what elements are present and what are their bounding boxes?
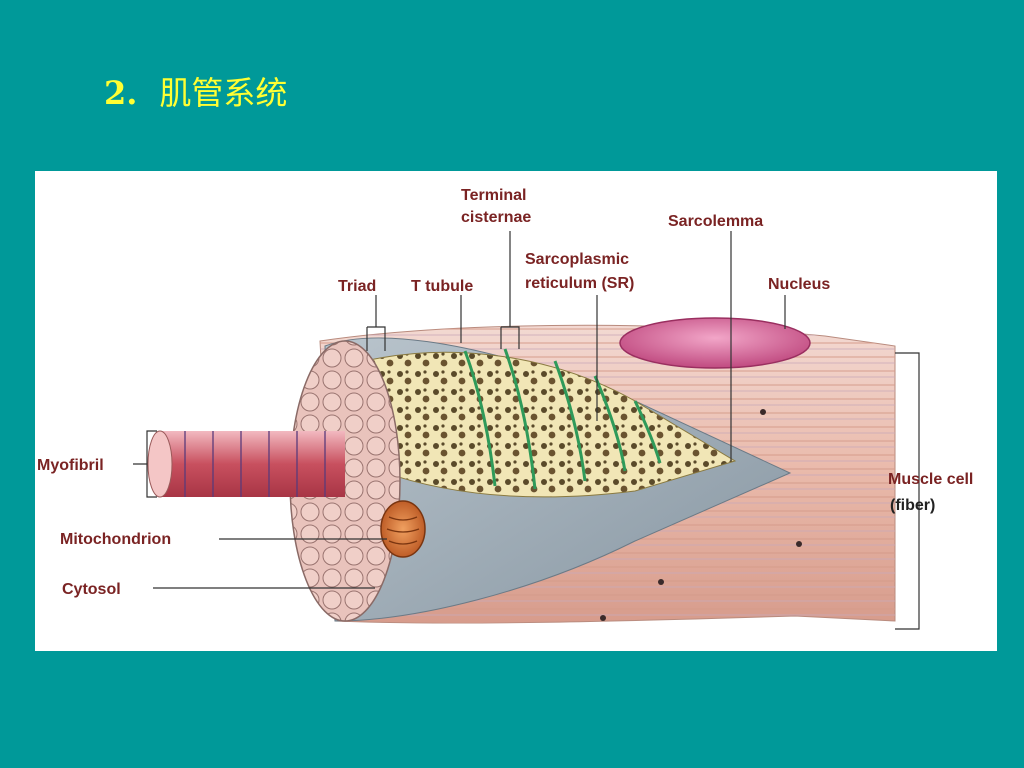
label-nucleus: Nucleus [768,276,830,293]
slide-number: 2. [104,74,138,112]
myofibril-cylinder [147,430,345,498]
label-triad: Triad [338,278,376,295]
mitochondrion-shape [380,500,426,558]
label-muscle-cell-2: (fiber) [890,497,935,514]
label-muscle-cell-1: Muscle cell [888,471,973,488]
muscle-fiber-diagram: Terminal cisternae Sarcolemma Sarcoplasm… [35,171,997,651]
slide-title-text: 肌管系统 [159,74,288,112]
label-cytosol: Cytosol [62,581,121,598]
label-mitochondrion: Mitochondrion [60,531,171,548]
t-tubule-lines [463,348,662,490]
leader-lines [133,231,920,630]
label-terminal-cisternae-2: cisternae [461,209,531,226]
label-sr-1: Sarcoplasmic [525,251,629,268]
label-sr-2: reticulum (SR) [525,275,634,292]
label-terminal-cisternae-1: Terminal [461,187,527,204]
sarcoplasmic-reticulum-network [364,351,737,498]
diagram-svg: Terminal cisternae Sarcolemma Sarcoplasm… [37,187,973,630]
label-t-tubule: T tubule [411,278,473,295]
nucleus-shape [619,317,811,369]
label-sarcolemma: Sarcolemma [668,213,763,230]
slide-title: 2. 肌管系统 [104,68,287,114]
label-myofibril: Myofibril [37,457,104,474]
